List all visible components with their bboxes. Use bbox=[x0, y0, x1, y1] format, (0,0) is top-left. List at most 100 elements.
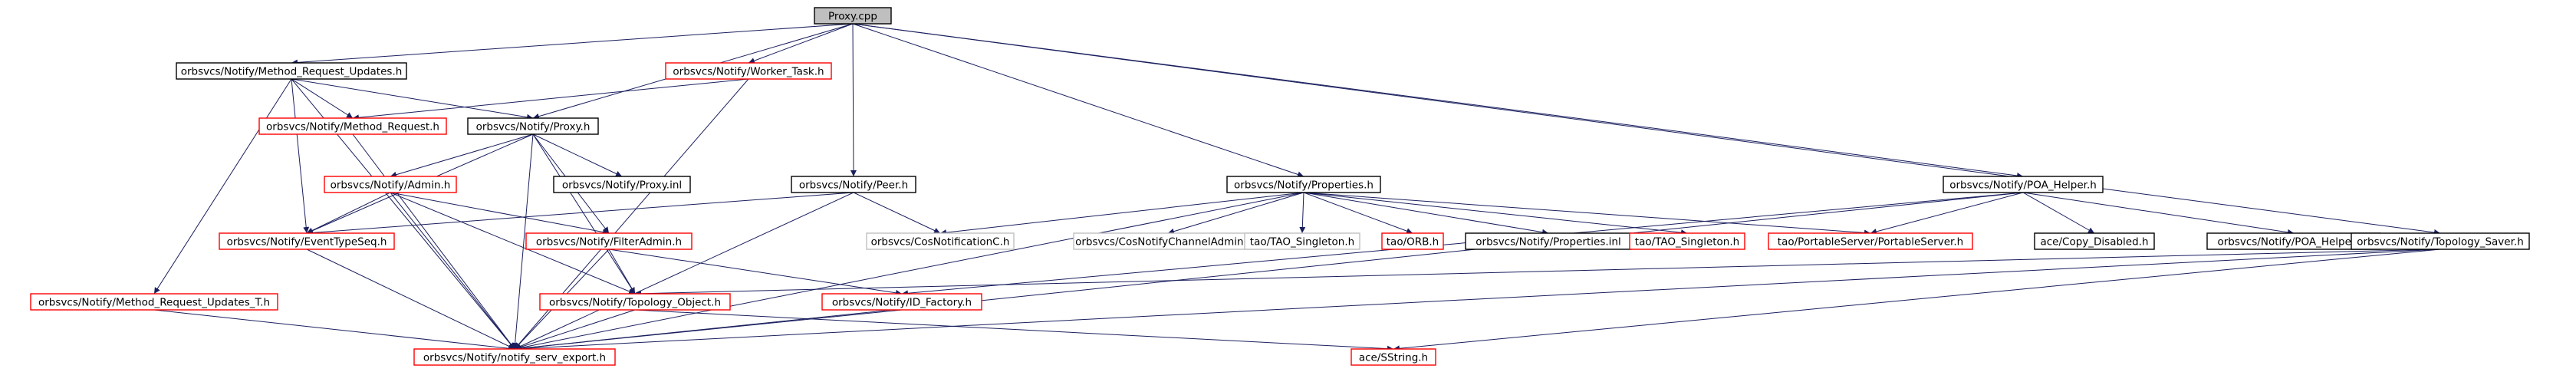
node-box bbox=[814, 7, 892, 25]
edge-group bbox=[390, 133, 534, 178]
node-poa-helper-h[interactable]: orbsvcs/Notify/POA_Helper.h bbox=[1943, 176, 2104, 193]
node-label: orbsvcs/Notify/Worker_Task.h bbox=[673, 66, 824, 78]
edge-properties-h-to-tao-tao-singleton-h-red bbox=[1303, 192, 1688, 236]
edge-group bbox=[634, 309, 1394, 352]
node-box bbox=[1351, 348, 1436, 366]
edge-eventtypeseq-h-to-notify-serv-export-h bbox=[306, 249, 515, 350]
node-label: tao/PortableServer/PortableServer.h bbox=[1778, 236, 1963, 249]
edge-group bbox=[1303, 192, 1549, 235]
node-admin-h[interactable]: orbsvcs/Notify/Admin.h bbox=[324, 176, 457, 193]
node-box bbox=[413, 348, 616, 366]
node-peer-h[interactable]: orbsvcs/Notify/Peer.h bbox=[791, 176, 916, 193]
node-label: orbsvcs/CosNotifyChannelAdminC.h bbox=[1075, 236, 1261, 249]
edge-group bbox=[153, 78, 292, 295]
node-box bbox=[665, 62, 832, 80]
edge-properties-h-to-tao-orb-h bbox=[1303, 192, 1413, 234]
node-portableserver-h[interactable]: tao/PortableServer/PortableServer.h bbox=[1768, 232, 1973, 250]
edge-properties-h-to-portableserver-h bbox=[1303, 192, 1871, 236]
node-worker-task-h[interactable]: orbsvcs/Notify/Worker_Task.h bbox=[665, 62, 832, 80]
node-topology-saver-h[interactable]: orbsvcs/Notify/Topology_Saver.h bbox=[2351, 232, 2530, 250]
edge-poa-helper-h-to-portableserver-h bbox=[1870, 192, 2024, 235]
edge-group bbox=[1299, 192, 1306, 234]
edge-proxy-cpp-to-peer-h bbox=[850, 23, 857, 177]
node-properties-inl[interactable]: orbsvcs/Notify/Properties.inl bbox=[1465, 232, 1632, 250]
node-label: orbsvcs/Notify/Topology_Object.h bbox=[549, 297, 721, 309]
node-method-request-h[interactable]: orbsvcs/Notify/Method_Request.h bbox=[258, 117, 447, 135]
edge-method-request-updates-h-to-mru-t-h bbox=[153, 78, 292, 295]
node-label: orbsvcs/Notify/ID_Factory.h bbox=[832, 297, 972, 309]
edge-group bbox=[390, 192, 515, 350]
edge-group bbox=[306, 192, 854, 236]
node-proxy-cpp[interactable]: Proxy.cpp bbox=[814, 7, 892, 25]
edge-group bbox=[352, 133, 515, 350]
edge-group bbox=[532, 133, 636, 295]
node-label: orbsvcs/Notify/EventTypeSeq.h bbox=[227, 236, 387, 249]
node-id-factory-h[interactable]: orbsvcs/Notify/ID_Factory.h bbox=[821, 293, 982, 311]
edge-admin-h-to-notify-serv-export-h bbox=[390, 192, 515, 350]
edge-proxy-cpp-to-properties-h bbox=[852, 23, 1304, 178]
node-topology-object-h[interactable]: orbsvcs/Notify/Topology_Object.h bbox=[539, 293, 731, 311]
node-label: Proxy.cpp bbox=[828, 11, 877, 23]
edge-method-request-updates-h-to-proxy-h bbox=[291, 78, 534, 120]
node-proxy-h[interactable]: orbsvcs/Notify/Proxy.h bbox=[467, 117, 599, 135]
edge-group bbox=[2022, 192, 2295, 235]
node-box bbox=[1244, 232, 1360, 250]
node-cosnotifychanneladminc-h[interactable]: orbsvcs/CosNotifyChannelAdminC.h bbox=[1073, 232, 1263, 250]
node-sstring-h[interactable]: ace/SString.h bbox=[1351, 348, 1436, 366]
edge-proxy-cpp-to-topology-saver-h bbox=[852, 23, 2441, 235]
edge-group bbox=[514, 192, 1304, 351]
edge-peer-h-to-notify-serv-export-h bbox=[514, 192, 854, 350]
edge-proxy-h-to-topology-object-h bbox=[532, 133, 636, 295]
node-label: orbsvcs/Notify/POA_Helper.inl bbox=[2217, 236, 2370, 249]
node-box bbox=[821, 293, 982, 311]
edge-group bbox=[850, 23, 857, 177]
node-label: tao/TAO_Singleton.h bbox=[1250, 236, 1354, 249]
edge-proxy-cpp-to-method-request-updates-h bbox=[291, 23, 854, 66]
edge-topology-object-h-to-notify-serv-export-h bbox=[514, 309, 636, 351]
node-eventtypeseq-h[interactable]: orbsvcs/Notify/EventTypeSeq.h bbox=[219, 232, 395, 250]
node-label: orbsvcs/Notify/FilterAdmin.h bbox=[536, 236, 682, 249]
edge-group bbox=[852, 23, 1304, 178]
node-filteradmin-h[interactable]: orbsvcs/Notify/FilterAdmin.h bbox=[525, 232, 693, 250]
node-box bbox=[1381, 232, 1444, 250]
node-method-request-updates-h[interactable]: orbsvcs/Notify/Method_Request_Updates.h bbox=[176, 62, 407, 80]
node-proxy-inl[interactable]: orbsvcs/Notify/Proxy.inl bbox=[553, 176, 691, 193]
node-properties-h[interactable]: orbsvcs/Notify/Properties.h bbox=[1226, 176, 1381, 193]
edge-admin-h-to-eventtypeseq-h bbox=[306, 192, 391, 234]
edge-properties-h-to-cosnotifychanneladminc-h bbox=[1167, 192, 1304, 235]
node-box bbox=[553, 176, 691, 193]
edge-method-request-updates-h-to-eventtypeseq-h bbox=[291, 78, 310, 234]
edge-group bbox=[306, 249, 515, 350]
edge-filteradmin-h-to-topology-object-h bbox=[608, 249, 636, 295]
edge-group bbox=[1303, 192, 1688, 236]
edge-group bbox=[514, 309, 636, 351]
node-mru-t-h[interactable]: orbsvcs/Notify/Method_Request_Updates_T.… bbox=[30, 293, 278, 311]
edge-group bbox=[853, 192, 941, 234]
node-label: tao/TAO_Singleton.h bbox=[1635, 236, 1739, 249]
edge-group bbox=[306, 192, 391, 234]
edge-group bbox=[608, 249, 636, 295]
node-notify-serv-export-h[interactable]: orbsvcs/Notify/notify_serv_export.h bbox=[413, 348, 616, 366]
node-label: orbsvcs/Notify/Topology_Saver.h bbox=[2357, 236, 2524, 249]
node-label: orbsvcs/Notify/Method_Request_Updates_T.… bbox=[38, 297, 270, 309]
node-label: orbsvcs/Notify/Peer.h bbox=[799, 179, 908, 192]
node-box bbox=[1943, 176, 2104, 193]
edge-group bbox=[634, 249, 2441, 297]
node-box bbox=[258, 117, 447, 135]
edge-method-request-h-to-notify-serv-export-h bbox=[352, 133, 515, 350]
edge-peer-h-to-cosnotificationc-h bbox=[853, 192, 941, 234]
edge-poa-helper-h-to-notify-serv-export-h bbox=[514, 192, 2024, 352]
node-cosnotificationc-h[interactable]: orbsvcs/CosNotificationC.h bbox=[866, 232, 1015, 250]
edge-group bbox=[1167, 192, 1304, 235]
edge-group bbox=[390, 192, 636, 295]
node-tao-tao-singleton-h-red[interactable]: tao/TAO_Singleton.h bbox=[1629, 232, 1745, 250]
node-poa-helper-inl[interactable]: orbsvcs/Notify/POA_Helper.inl bbox=[2206, 232, 2381, 250]
edge-group bbox=[514, 192, 2024, 352]
edge-group bbox=[514, 192, 854, 350]
node-tao-tao-singleton-h-gray[interactable]: tao/TAO_Singleton.h bbox=[1244, 232, 1360, 250]
node-label: orbsvcs/CosNotificationC.h bbox=[871, 236, 1010, 249]
edge-group bbox=[1393, 249, 2441, 352]
node-copy-disabled-h[interactable]: ace/Copy_Disabled.h bbox=[2034, 232, 2155, 250]
node-tao-orb-h[interactable]: tao/ORB.h bbox=[1381, 232, 1444, 250]
